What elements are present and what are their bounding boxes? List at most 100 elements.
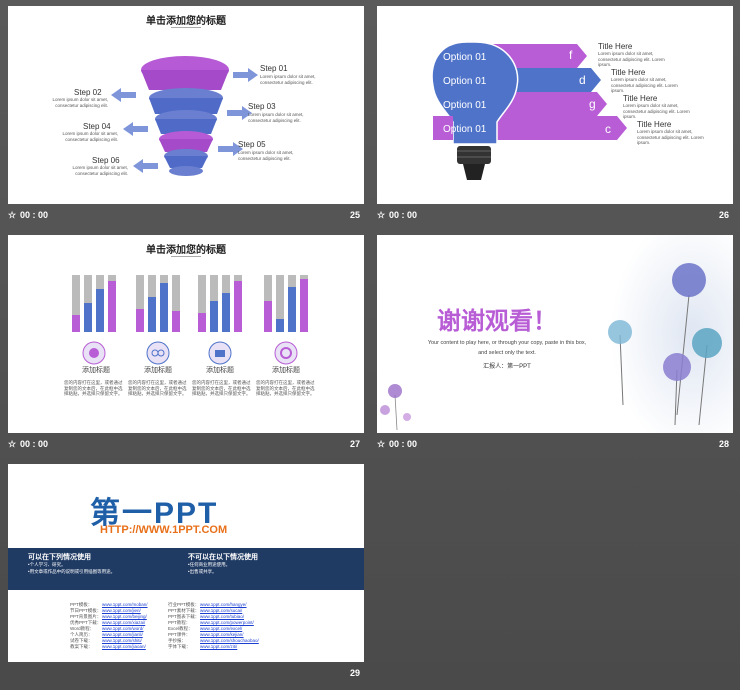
- dandelion-illustration: [380, 235, 733, 433]
- slide-title: 单击添加您的标题: [146, 16, 226, 27]
- link-label: 个人简历：: [70, 632, 93, 637]
- link-row: PPT背景图片：www.1ppt.com/beijing/: [70, 614, 148, 620]
- item-text: Lorem ipsum dolor sit amet, consectetur …: [637, 129, 704, 145]
- link-label: PPT图表下载：: [168, 614, 200, 619]
- item-title: Title Here: [637, 120, 672, 129]
- link-url[interactable]: www.1ppt.com/sucai/: [200, 608, 243, 613]
- link-row: PPT图表下载：www.1ppt.com/tubiao/: [168, 614, 259, 620]
- link-label: 节日PPT模板：: [70, 608, 102, 613]
- column-label: 添加标题: [144, 367, 172, 374]
- link-label: Word教程：: [70, 626, 95, 631]
- letter-icon: f: [569, 48, 573, 62]
- slide-thumbnail[interactable]: 第一PPT HTTP://WWW.1PPT.COM 可以在下列情况使用 •个人学…: [8, 464, 364, 662]
- link-url[interactable]: www.1ppt.com/xiazai/: [102, 620, 146, 625]
- letter-icon: g: [589, 97, 596, 111]
- link-url[interactable]: www.1ppt.com/powerpoint/: [200, 620, 254, 625]
- slide-meta: ☆ 00 : 00 25: [8, 210, 364, 224]
- transition-star-icon: ☆: [8, 439, 17, 449]
- slide-thumbnail[interactable]: Option 01 Option 01 Option 01 Option 01 …: [377, 6, 733, 204]
- slide-meta: ☆ 00 : 00 28: [377, 439, 733, 453]
- link-row: 个人简历： www.1ppt.com/jianli/: [70, 632, 148, 638]
- link-label: PPT背景图片：: [70, 614, 102, 619]
- item-title: Title Here: [623, 94, 658, 103]
- slide-number: 25: [349, 210, 360, 220]
- link-label: PPT模板：: [70, 602, 93, 607]
- slide-thumbnail[interactable]: 单击添加您的标题 Step 01 Lorem ipsum dolor sit a…: [8, 6, 364, 204]
- bulb-diagram: [431, 41, 627, 180]
- item-text: Lorem ipsum dolor sit amet, consectetur …: [623, 103, 690, 119]
- slide-thumbnail[interactable]: 谢谢观看！ Your content to play here, or thro…: [377, 235, 733, 433]
- right-item: •任何商业用途使用。: [188, 562, 231, 567]
- option-label: Option 01: [443, 52, 487, 63]
- column-label: 添加标题: [82, 367, 110, 374]
- slide-number: 27: [349, 439, 360, 449]
- link-row: PPT素材下载：www.1ppt.com/sucai/: [168, 608, 259, 614]
- logo-url: HTTP://WWW.1PPT.COM: [100, 524, 228, 536]
- link-url[interactable]: www.1ppt.com/kejian/: [200, 632, 244, 637]
- column-text: 您的内容打在这里，或者通过复制您的文本后，在此框中选择粘贴，并选择只保留文字。: [192, 380, 251, 396]
- slide-number: 29: [349, 668, 360, 678]
- step-label: Step 01: [260, 64, 288, 73]
- column-text: 您的内容打在这里，或者通过复制您的文本后，在此框中选择粘贴，并选择只保留文字。: [256, 380, 315, 396]
- slide-meta: ☆ 00 : 00 27: [8, 439, 364, 453]
- step-text: Lorem ipsum dolor sit amet, consectetur …: [62, 131, 118, 142]
- link-label: PPT教程：: [168, 620, 191, 625]
- title-underline: [171, 256, 201, 257]
- link-url[interactable]: www.1ppt.com/hangye/: [200, 602, 247, 607]
- letter-icon: d: [579, 73, 586, 87]
- transition-star-icon: ☆: [8, 210, 17, 220]
- link-row: PPT教程： www.1ppt.com/powerpoint/: [168, 620, 259, 626]
- link-url[interactable]: www.1ppt.com/jiaoan/: [102, 644, 146, 649]
- link-url[interactable]: www.1ppt.com/tubiao/: [200, 614, 245, 619]
- option-label: Option 01: [443, 124, 487, 135]
- step-label: Step 05: [238, 140, 266, 149]
- slide-number: 28: [718, 439, 729, 449]
- link-row: 优秀PPT下载：www.1ppt.com/xiazai/: [70, 620, 148, 626]
- link-row: Word教程： www.1ppt.com/word/: [70, 626, 148, 632]
- step-text: Lorem ipsum dolor sit amet, consectetur …: [260, 74, 316, 85]
- title-underline: [171, 27, 201, 28]
- option-label: Option 01: [443, 100, 487, 111]
- link-row: Excel教程： www.1ppt.com/excel/: [168, 626, 259, 632]
- item-title: Title Here: [611, 68, 646, 77]
- item-text: Lorem ipsum dolor sit amet, consectetur …: [611, 77, 678, 93]
- slide-time: 00 : 00: [389, 439, 418, 449]
- reporter-line: 汇报人：第一PPT: [483, 364, 531, 370]
- slide-title: 单击添加您的标题: [146, 245, 226, 256]
- left-heading: 可以在下列情况使用: [28, 554, 91, 561]
- link-url[interactable]: www.1ppt.com/jianli/: [102, 632, 143, 637]
- step-text: Lorem ipsum dolor sit amet, consectetur …: [52, 97, 108, 108]
- step-label: Step 03: [248, 102, 276, 111]
- column-label: 添加标题: [206, 367, 234, 374]
- body-line: and select only the text.: [478, 350, 536, 356]
- link-url[interactable]: www.1ppt.com/moban/: [102, 602, 148, 607]
- link-url[interactable]: www.1ppt.com/shiti/: [102, 638, 142, 643]
- left-item: •个人学习、研究。: [28, 562, 66, 567]
- step-label: Step 06: [92, 156, 120, 165]
- link-label: 优秀PPT下载：: [70, 620, 102, 625]
- link-label: Excel教程：: [168, 626, 193, 631]
- link-label: PPT素材下载：: [168, 608, 200, 613]
- slide-thumbnail[interactable]: 单击添加您的标题: [8, 235, 364, 433]
- link-url[interactable]: www.1ppt.com/word/: [102, 626, 144, 631]
- link-url[interactable]: www.1ppt.com/jieri/: [102, 608, 141, 613]
- links-right-list: 行业PPT模板：www.1ppt.com/hangye/PPT素材下载：www.…: [168, 602, 259, 650]
- link-url[interactable]: www.1ppt.com/excel/: [200, 626, 243, 631]
- column-text: 您的内容打在这里，或者通过复制您的文本后，在此框中选择粘贴，并选择只保留文字。: [128, 380, 187, 396]
- logo-text: 第一PPT: [90, 497, 219, 530]
- funnel-diagram: [111, 56, 258, 176]
- link-row: 行业PPT模板：www.1ppt.com/hangye/: [168, 602, 259, 608]
- slide-meta: ☆ 00 : 00 26: [377, 210, 733, 224]
- step-text: Lorem ipsum dolor sit amet, consectetur …: [238, 150, 294, 161]
- body-line: Your content to play here, or through yo…: [427, 340, 587, 346]
- slide-time: 00 : 00: [20, 210, 49, 220]
- letter-icon: c: [605, 122, 611, 136]
- right-item: •出售或共享。: [188, 569, 217, 574]
- slide-meta: 29: [8, 668, 364, 682]
- link-url[interactable]: www.1ppt.com/ziti/: [200, 644, 238, 649]
- option-label: Option 01: [443, 76, 487, 87]
- link-url[interactable]: www.1ppt.com/beijing/: [102, 614, 147, 619]
- transition-star-icon: ☆: [377, 439, 386, 449]
- link-row: PPT模板： www.1ppt.com/moban/: [70, 602, 148, 608]
- link-url[interactable]: www.1ppt.com/shouchaobao/: [200, 638, 259, 643]
